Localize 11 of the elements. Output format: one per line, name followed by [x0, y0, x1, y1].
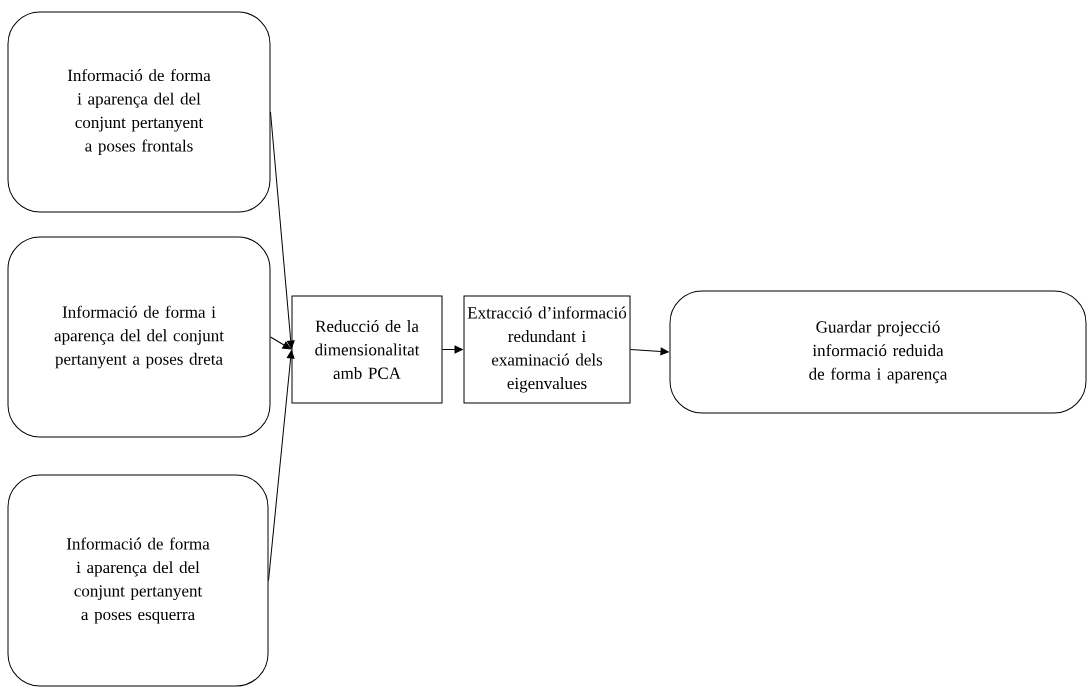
rounded-box: Informació de forma i aparença del del conjunt pertanyent a poses esquerra — [7, 474, 269, 687]
rounded-box: Informació de forma i aparença del del conjunt pertanyent a poses dreta — [7, 236, 271, 438]
arrow — [630, 347, 669, 356]
arrow — [268, 350, 295, 581]
process-box: Reducció de la dimensionalitat amb PCA — [291, 295, 443, 404]
arrow — [442, 345, 463, 354]
arrow — [270, 336, 291, 350]
rounded-box: Informació de forma i aparença del del conjunt pertanyent a poses frontals — [7, 11, 271, 213]
arrow — [270, 111, 295, 349]
rounded-box: Guardar projecció informació reduida de forma i aparença — [669, 290, 1087, 414]
process-box: Extracció d’informació redundant i examinació dels eigenvalues — [463, 295, 631, 404]
